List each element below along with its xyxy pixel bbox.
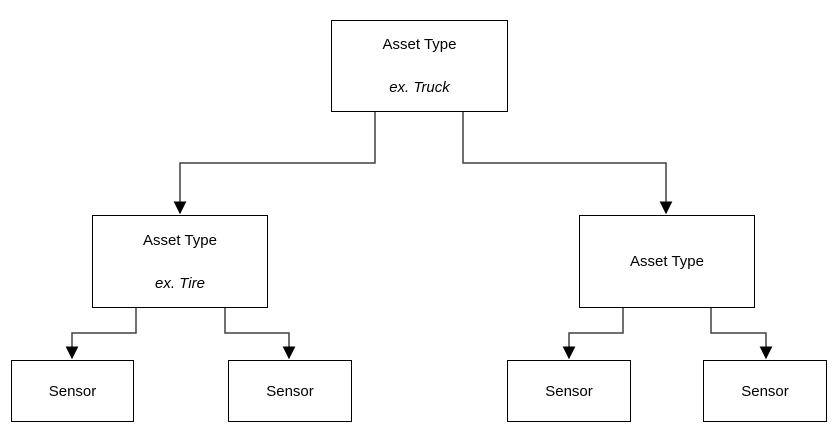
connector-left-child-to-sensor-1 bbox=[65, 308, 137, 360]
node-asset-type-root: Asset Type ex. Truck bbox=[331, 20, 508, 112]
node-title: Sensor bbox=[545, 382, 593, 400]
node-sensor-3: Sensor bbox=[507, 360, 631, 422]
connector-root-to-left-child bbox=[173, 112, 376, 215]
node-sensor-4: Sensor bbox=[703, 360, 827, 422]
node-title: Asset Type bbox=[382, 36, 457, 53]
node-example-text: ex. Truck bbox=[389, 79, 450, 96]
node-example-text: ex. Tire bbox=[155, 274, 205, 292]
node-title: Sensor bbox=[741, 382, 789, 400]
node-sensor-2: Sensor bbox=[228, 360, 352, 422]
connector-right-child-to-sensor-3 bbox=[562, 308, 624, 360]
connector-right-child-to-sensor-4 bbox=[710, 308, 773, 360]
node-title: Asset Type bbox=[630, 253, 704, 270]
node-title: Sensor bbox=[266, 382, 314, 400]
node-title: Sensor bbox=[48, 382, 97, 400]
connector-root-to-right-child bbox=[462, 112, 673, 215]
node-asset-type-right: Asset Type bbox=[579, 215, 755, 308]
node-title: Asset Type bbox=[143, 231, 217, 249]
node-asset-type-left: Asset Type ex. Tire bbox=[92, 215, 268, 308]
connector-left-child-to-sensor-2 bbox=[224, 308, 296, 360]
node-sensor-1: Sensor bbox=[11, 360, 134, 422]
